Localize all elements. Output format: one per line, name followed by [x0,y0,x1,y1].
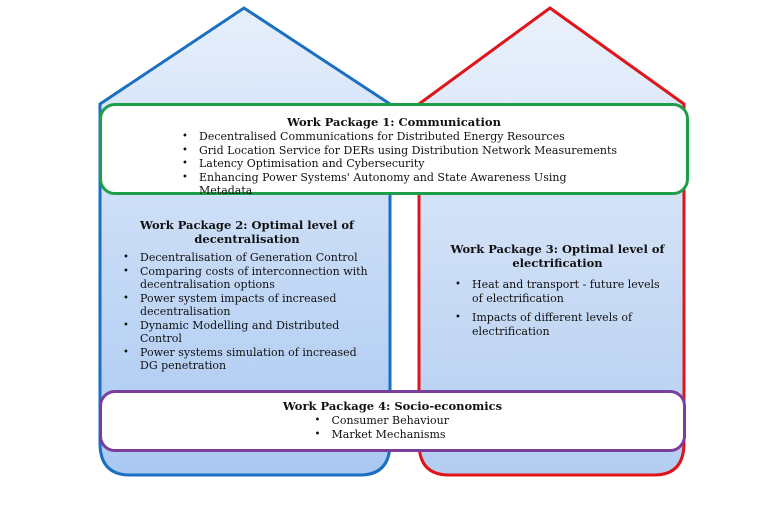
list-item: Market Mechanisms [315,428,472,442]
list-item: Power systems simulation of increased DG… [123,346,376,373]
work-package-3-panel: Work Package 3: Optimal level of electri… [450,242,665,344]
work-package-4-box: Work Package 4: Socio-economics Consumer… [99,390,686,452]
list-item: Dynamic Modelling and Distributed Contro… [123,319,376,346]
wp4-list: Consumer Behaviour Market Mechanisms [314,414,472,441]
list-item: Decentralisation of Generation Control [123,251,376,265]
wp3-list: Heat and transport - future levels of el… [450,278,665,338]
wp3-title: Work Package 3: Optimal level of electri… [450,242,665,270]
list-item: Enhancing Power Systems' Autonomy and St… [182,171,619,198]
work-package-2-panel: Work Package 2: Optimal level of decentr… [118,218,376,373]
wp4-title: Work Package 4: Socio-economics [282,399,503,413]
list-item: Consumer Behaviour [315,414,472,428]
list-item: Decentralised Communications for Distrib… [182,130,619,144]
list-item: Comparing costs of interconnection with … [123,265,376,292]
wp1-title: Work Package 1: Communication [287,115,501,129]
list-item: Power system impacts of increased decent… [123,292,376,319]
work-package-1-box: Work Package 1: Communication Decentrali… [99,103,689,198]
wp1-list: Decentralised Communications for Distrib… [169,130,619,198]
wp2-list: Decentralisation of Generation Control C… [118,251,376,373]
list-item: Grid Location Service for DERs using Dis… [182,144,619,158]
list-item: Latency Optimisation and Cybersecurity [182,157,619,171]
list-item: Impacts of different levels of electrifi… [455,311,665,338]
wp2-title: Work Package 2: Optimal level of decentr… [140,218,354,246]
list-item: Heat and transport - future levels of el… [455,278,665,305]
